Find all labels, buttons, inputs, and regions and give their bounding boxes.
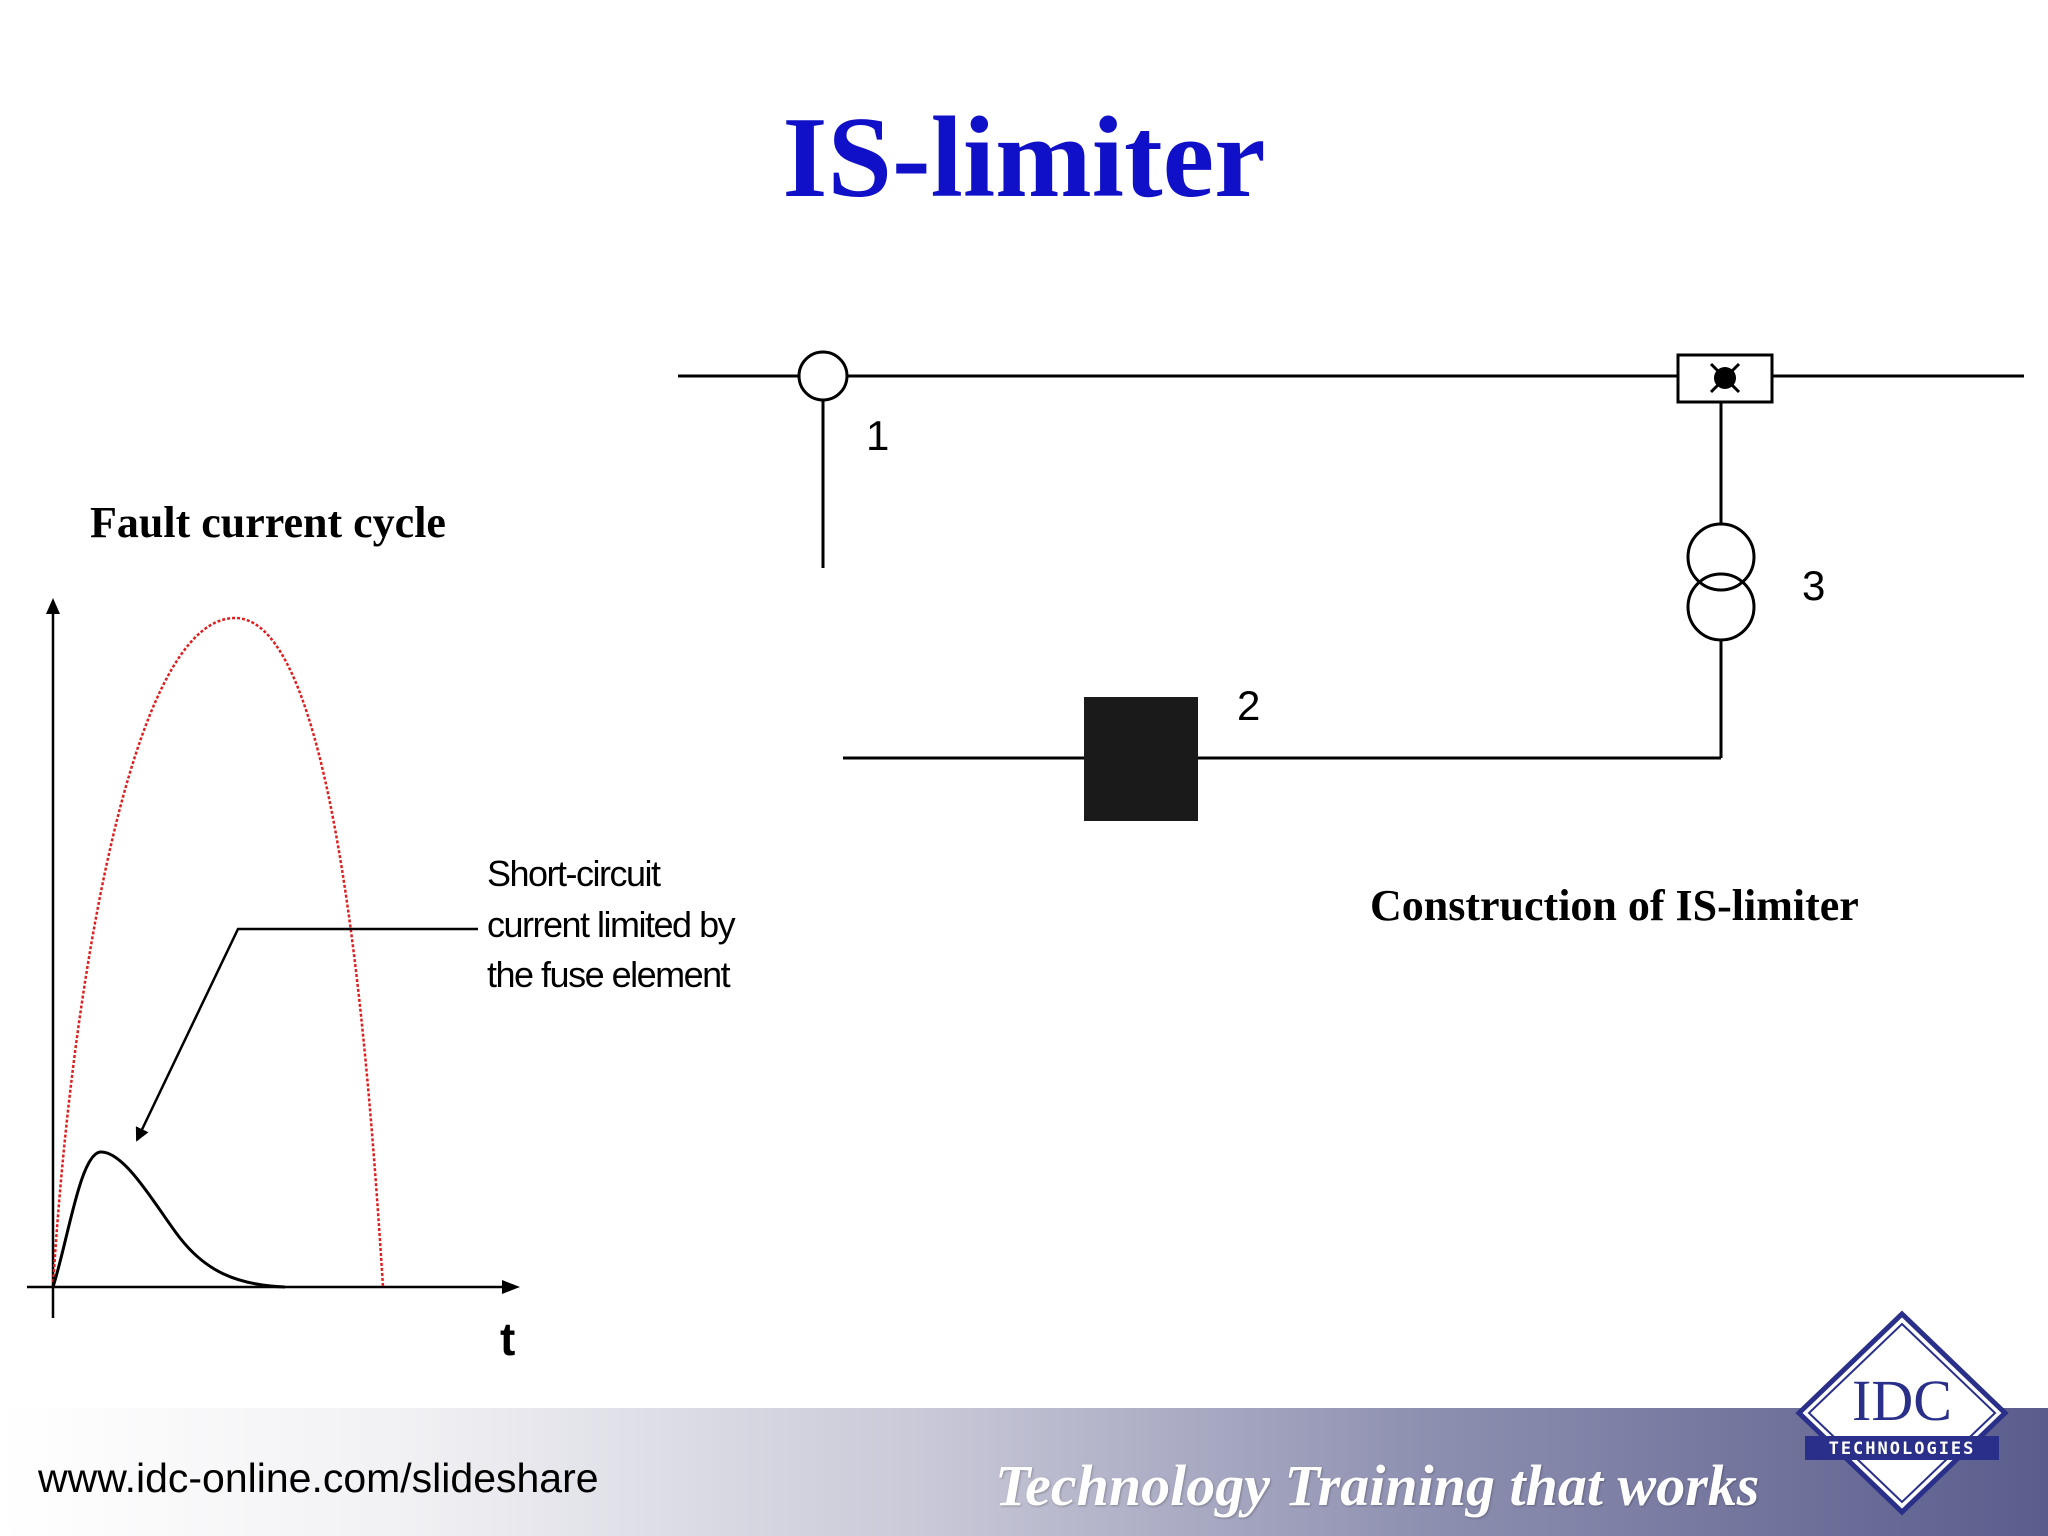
fault-current-chart: Short-circuit current limited by the fus… <box>27 598 737 1365</box>
prospective-current-curve <box>51 616 385 1288</box>
footer-tagline: Technology Training that works <box>995 1453 1760 1518</box>
logo-text: IDC <box>1852 1368 1952 1433</box>
slide-title: IS-limiter <box>782 94 1266 222</box>
transformer-coil-lower <box>1686 572 1756 642</box>
y-axis-arrow <box>46 598 60 614</box>
fuse-element-block <box>1084 697 1198 821</box>
construction-caption: Construction of IS-limiter <box>1370 881 1859 930</box>
label-1: 1 <box>866 412 889 459</box>
logo-subtitle: TECHNOLOGIES <box>1829 1439 1976 1459</box>
annotation-line-2: current limited by <box>487 904 736 945</box>
fault-chart-caption: Fault current cycle <box>90 498 446 547</box>
transformer-coil-upper <box>1686 522 1756 592</box>
footer-band <box>0 1408 2048 1536</box>
footer-url: www.idc-online.com/slideshare <box>38 1455 599 1501</box>
label-3: 3 <box>1802 562 1825 609</box>
x-axis-label: t <box>500 1313 515 1365</box>
annotation-arrow <box>135 927 478 1142</box>
tripping-unit-cross-b <box>1709 362 1741 394</box>
idc-technologies-logo: IDC TECHNOLOGIES <box>1795 1310 2009 1516</box>
annotation-line-3: the fuse element <box>487 954 731 995</box>
current-transformer-symbol <box>797 350 849 402</box>
slide-figures: Short-circuit current limited by the fus… <box>27 350 2024 1365</box>
x-axis-arrow <box>502 1280 520 1294</box>
annotation-line-1: Short-circuit <box>487 853 661 894</box>
is-limiter-construction-diagram: 1 3 2 <box>678 350 2024 821</box>
label-2: 2 <box>1237 682 1260 729</box>
limited-current-curve <box>51 1150 286 1289</box>
